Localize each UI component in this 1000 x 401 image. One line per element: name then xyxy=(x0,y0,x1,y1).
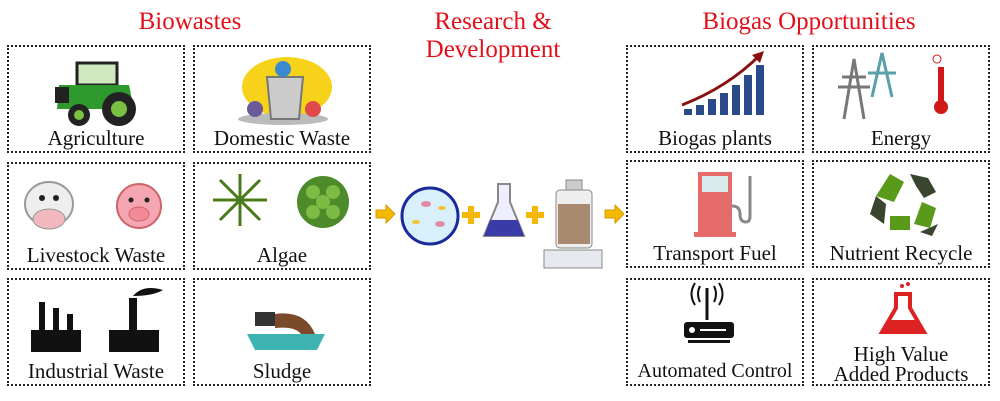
bioreactor-icon xyxy=(543,179,603,269)
fuel-pump-icon xyxy=(694,172,752,237)
opportunity-high-value-products: High Value Added Products xyxy=(812,278,990,386)
plus-icon xyxy=(462,206,480,224)
biowaste-domestic: Domestic Waste xyxy=(193,45,371,153)
opportunity-nutrient-recycle: Nutrient Recycle xyxy=(812,160,990,268)
flask-icon xyxy=(878,282,928,334)
plus-icon xyxy=(526,206,544,224)
opportunity-label: Energy xyxy=(870,126,932,150)
biowaste-algae: Algae xyxy=(193,162,371,270)
opportunity-automated-control: Automated Control xyxy=(626,278,804,386)
opportunity-label: Nutrient Recycle xyxy=(829,241,973,265)
biowaste-industrial: Industrial Waste xyxy=(7,278,185,386)
research-title: Research & Development xyxy=(393,8,593,64)
recycle-icon xyxy=(870,174,938,236)
tractor-icon xyxy=(55,61,136,126)
opportunity-transport-fuel: Transport Fuel xyxy=(626,160,804,268)
research-title-line1: Research & xyxy=(434,8,552,35)
opportunity-label-line1: High Value xyxy=(853,342,949,366)
cow-pig-icon xyxy=(24,181,162,230)
biowaste-label: Agriculture xyxy=(47,126,145,150)
opportunity-label: Automated Control xyxy=(637,360,793,382)
algae-icon xyxy=(213,174,349,228)
biowastes-title: Biowastes xyxy=(138,8,242,35)
opportunity-biogas-plants: Biogas plants xyxy=(626,45,804,153)
opportunity-label: Transport Fuel xyxy=(653,241,777,265)
sludge-pipe-icon xyxy=(247,312,325,350)
router-icon xyxy=(684,282,734,343)
opportunity-label-line2: Added Products xyxy=(833,362,969,386)
opportunity-label: High Value Added Products xyxy=(814,342,988,386)
arrow-right-icon xyxy=(604,204,625,224)
biowaste-sludge: Sludge xyxy=(193,278,371,386)
arrow-right-icon xyxy=(375,204,396,224)
opportunities-title: Biogas Opportunities xyxy=(702,8,916,35)
biowaste-agriculture: Agriculture xyxy=(7,45,185,153)
biowaste-label: Domestic Waste xyxy=(213,126,351,150)
biowaste-livestock: Livestock Waste xyxy=(7,162,185,270)
biowaste-label: Industrial Waste xyxy=(27,359,165,383)
research-title-line2: Development xyxy=(425,36,561,63)
biowaste-label: Sludge xyxy=(252,359,312,383)
trash-can-icon xyxy=(238,57,332,125)
biowaste-label: Livestock Waste xyxy=(26,243,166,267)
biowaste-label: Algae xyxy=(256,243,308,267)
research-process-illustration xyxy=(400,179,603,269)
petri-dish-icon xyxy=(400,186,460,246)
growth-chart-icon xyxy=(681,51,764,115)
opportunity-energy: Energy xyxy=(812,45,990,153)
flask-icon xyxy=(482,183,526,237)
opportunity-label: Biogas plants xyxy=(658,126,772,150)
factory-icon xyxy=(31,288,163,352)
power-tower-thermometer-icon xyxy=(838,52,948,120)
